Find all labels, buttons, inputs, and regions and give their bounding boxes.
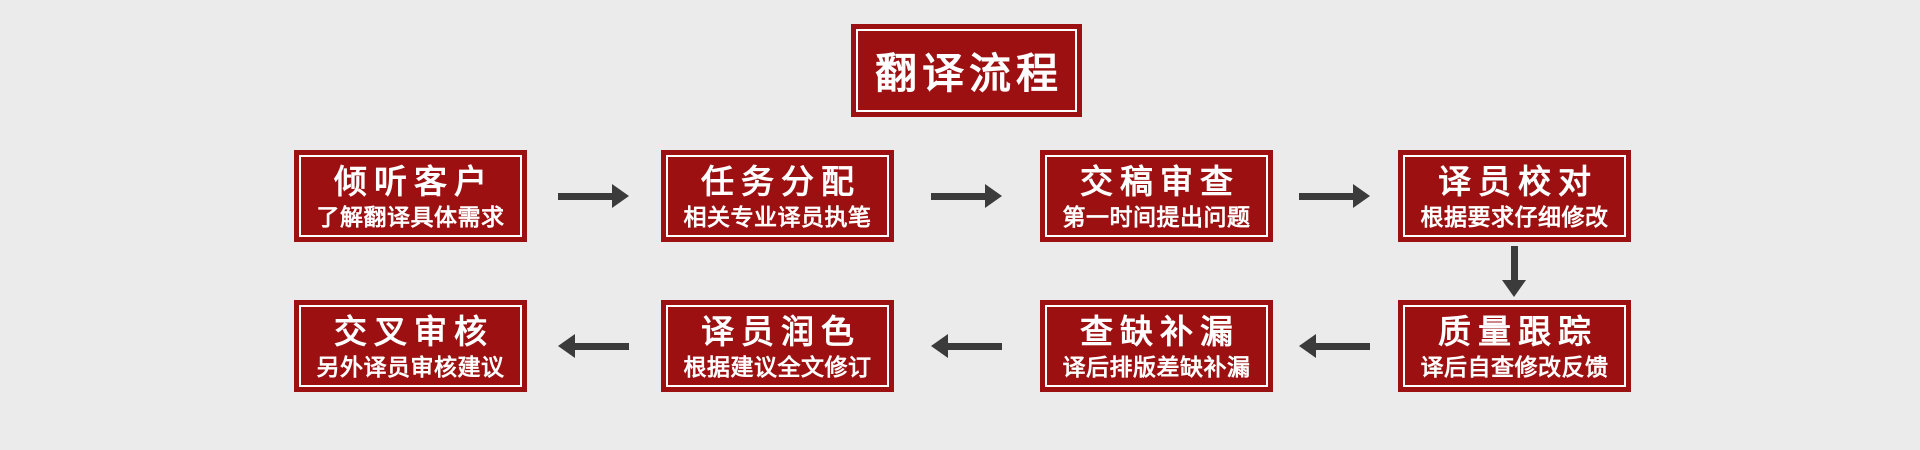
arrow-right-icon [558, 184, 629, 208]
step-subtitle: 根据要求仔细修改 [1420, 203, 1609, 230]
step-subtitle: 第一时间提出问题 [1062, 203, 1251, 230]
arrow-right-icon [931, 184, 1002, 208]
step-subtitle: 译后自查修改反馈 [1420, 353, 1609, 380]
step-title: 质量跟踪 [1438, 312, 1598, 350]
arrow-shaft [931, 192, 985, 200]
step-subtitle: 相关专业译员执笔 [683, 203, 872, 230]
step-subtitle: 根据建议全文修订 [683, 353, 872, 380]
step-title: 查缺补漏 [1080, 312, 1240, 350]
step-title: 译员校对 [1438, 162, 1598, 200]
arrow-shaft [948, 342, 1002, 350]
step-subtitle: 另外译员审核建议 [316, 353, 505, 380]
flow-step-translator-polishing: 译员润色 根据建议全文修订 [661, 300, 894, 392]
arrow-head [558, 334, 575, 358]
arrow-shaft [558, 192, 612, 200]
arrow-head [1353, 184, 1370, 208]
arrow-shaft [575, 342, 629, 350]
page-title: 翻译流程 [874, 50, 1063, 97]
flow-step-listen-to-client: 倾听客户 了解翻译具体需求 [294, 150, 527, 242]
step-title: 任务分配 [701, 162, 861, 200]
arrow-left-icon [1299, 334, 1370, 358]
step-title: 倾听客户 [334, 162, 494, 200]
step-title: 译员润色 [701, 312, 861, 350]
arrow-head [1502, 280, 1526, 297]
flow-step-translator-proofreading: 译员校对 根据要求仔细修改 [1398, 150, 1631, 242]
arrow-shaft [1299, 192, 1353, 200]
arrow-shaft [1316, 342, 1370, 350]
flow-step-task-assignment: 任务分配 相关专业译员执笔 [661, 150, 894, 242]
step-title: 交稿审查 [1080, 162, 1240, 200]
flowchart-title-box: 翻译流程 [851, 24, 1082, 117]
step-subtitle: 译后排版差缺补漏 [1062, 353, 1251, 380]
arrow-head [985, 184, 1002, 208]
flow-step-draft-review: 交稿审查 第一时间提出问题 [1040, 150, 1273, 242]
arrow-shaft [1510, 246, 1518, 280]
flow-step-cross-review: 交叉审核 另外译员审核建议 [294, 300, 527, 392]
arrow-right-icon [1299, 184, 1370, 208]
arrow-head [1299, 334, 1316, 358]
arrow-down-icon [1502, 246, 1526, 297]
flow-step-gap-check: 查缺补漏 译后排版差缺补漏 [1040, 300, 1273, 392]
step-subtitle: 了解翻译具体需求 [316, 203, 505, 230]
arrow-head [612, 184, 629, 208]
flow-step-quality-tracking: 质量跟踪 译后自查修改反馈 [1398, 300, 1631, 392]
step-title: 交叉审核 [334, 312, 494, 350]
arrow-head [931, 334, 948, 358]
arrow-left-icon [558, 334, 629, 358]
arrow-left-icon [931, 334, 1002, 358]
